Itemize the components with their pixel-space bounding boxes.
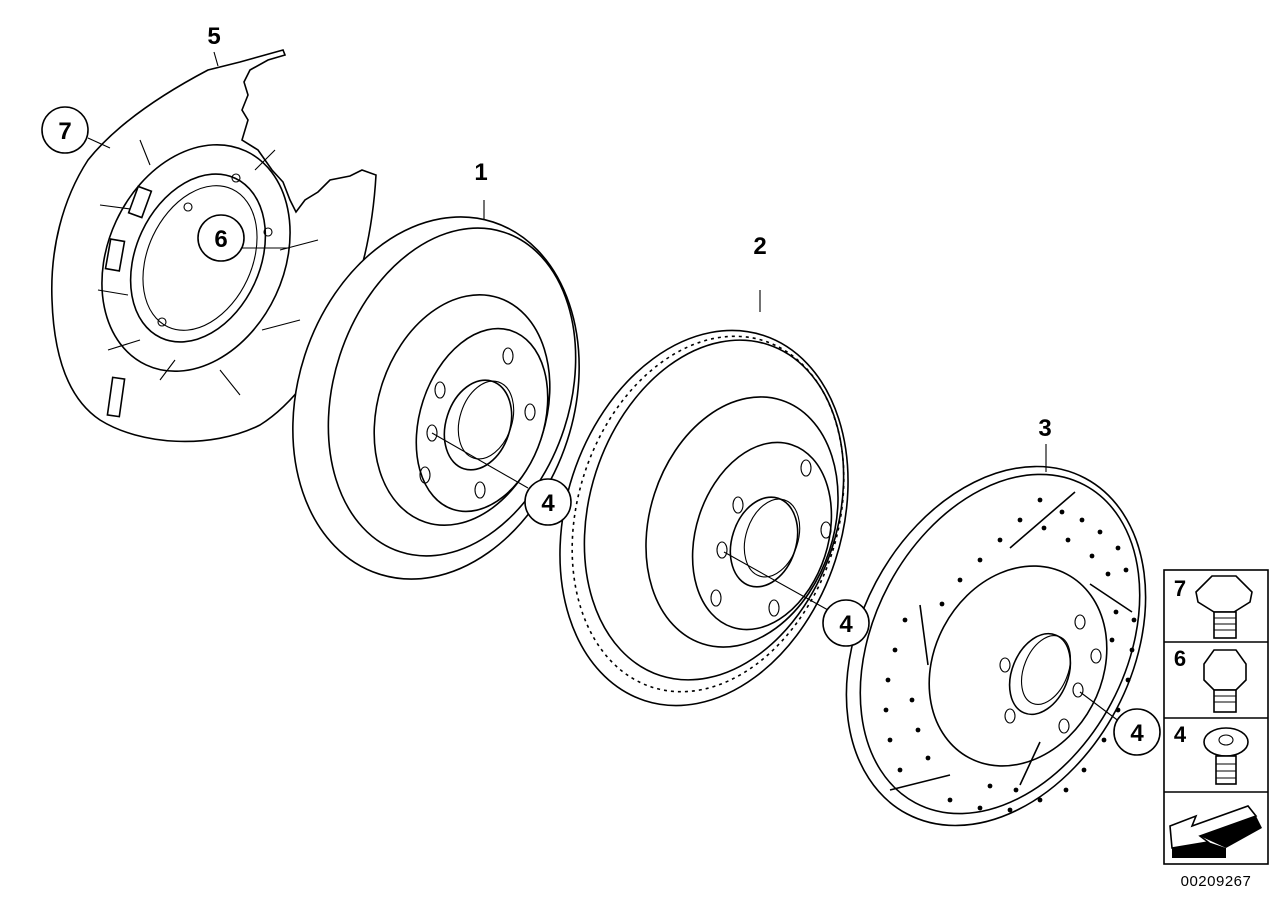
- callout-label: 1: [474, 159, 487, 186]
- callout-7: 7: [41, 106, 89, 154]
- brake-disc-2: [559, 290, 849, 707]
- callout-1: 1: [474, 159, 487, 186]
- document-id: 00209267: [1181, 873, 1252, 890]
- legend-box: [1163, 569, 1269, 865]
- callout-6: 6: [197, 214, 245, 262]
- callout-5: 5: [207, 23, 220, 50]
- brake-disc-1: [292, 200, 580, 580]
- callout-label: 6: [214, 226, 227, 253]
- callout-label: 4: [1130, 720, 1144, 747]
- callout-label: 5: [207, 23, 220, 50]
- torx-screw-icon: [1203, 727, 1249, 785]
- callout-label: 4: [541, 490, 555, 517]
- callout-3: 3: [1038, 415, 1051, 442]
- callout-label: 7: [58, 118, 71, 145]
- callout-label: 3: [1038, 415, 1051, 442]
- hex-bolt-icon: [1203, 649, 1247, 713]
- callout-4b: 4: [822, 599, 870, 647]
- callout-4c: 4: [1113, 708, 1161, 756]
- legend-label: 4: [1174, 722, 1187, 747]
- legend-label: 7: [1174, 576, 1186, 601]
- direction-arrow-icon: [1169, 805, 1262, 858]
- callout-2: 2: [753, 233, 766, 260]
- legend-label: 6: [1174, 646, 1186, 671]
- callout-label: 4: [839, 611, 853, 638]
- brake-disc-3: [845, 444, 1147, 827]
- hex-bolt-icon: [1195, 575, 1253, 639]
- callout-label: 2: [753, 233, 766, 260]
- callout-4a: 4: [524, 478, 572, 526]
